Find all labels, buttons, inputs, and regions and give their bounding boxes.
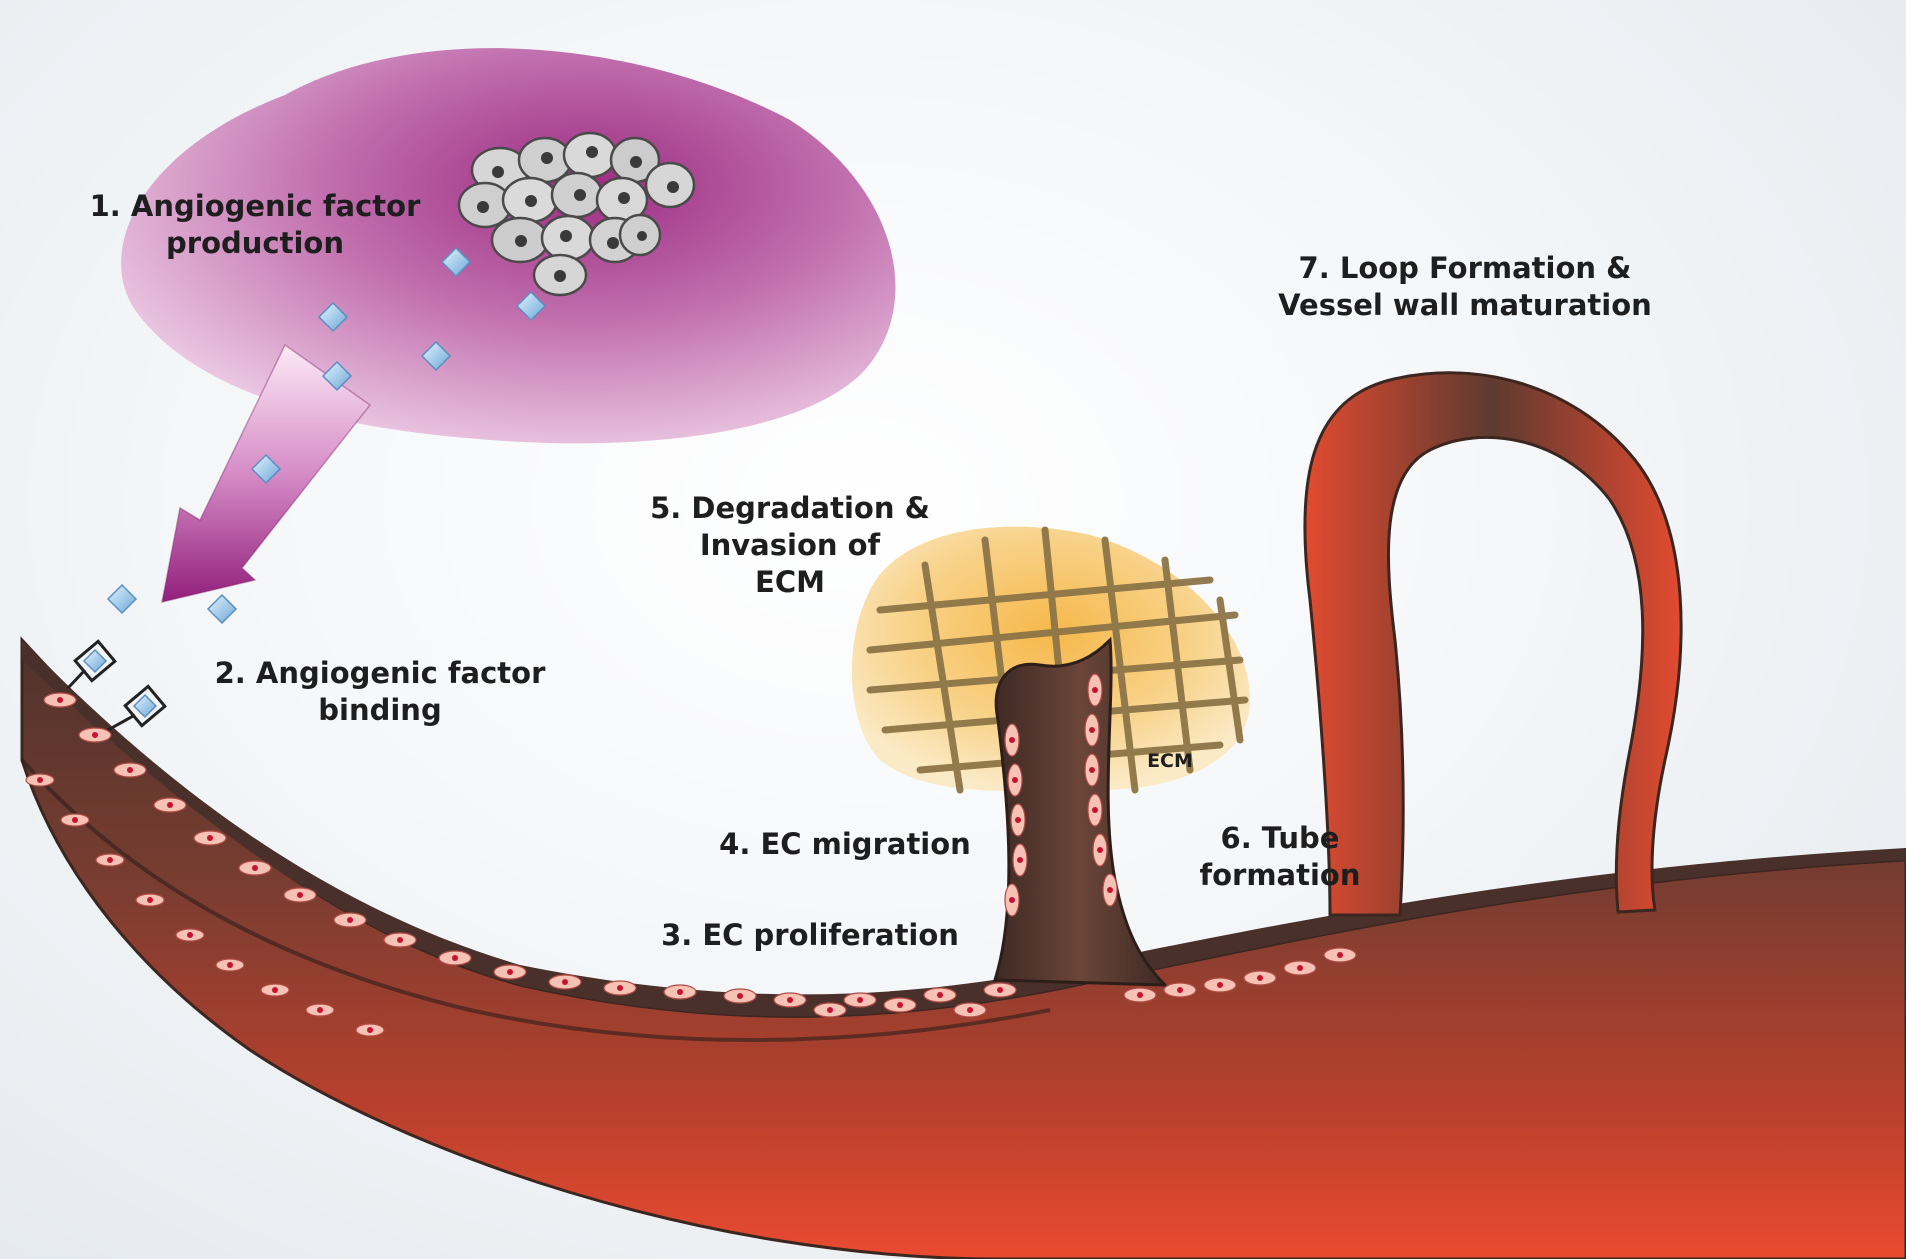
- receptor-icon: [68, 641, 115, 688]
- label-step4-ec-migration: 4. EC migration: [695, 826, 995, 863]
- label-step7-loop-formation: 7. Loop Formation & Vessel wall maturati…: [1245, 250, 1685, 324]
- label-ecm: ECM: [1135, 750, 1205, 772]
- label-step1-factor-production: 1. Angiogenic factor production: [60, 188, 450, 262]
- diamond-factor-icon: [208, 595, 236, 623]
- label-step6-tube-formation: 6. Tube formation: [1170, 820, 1390, 894]
- label-step3-ec-proliferation: 3. EC proliferation: [640, 917, 980, 954]
- receptor-icon: [108, 686, 165, 730]
- diamond-factor-icon: [108, 585, 136, 613]
- label-step5-ecm-degradation: 5. Degradation & Invasion of ECM: [625, 490, 955, 601]
- label-step2-factor-binding: 2. Angiogenic factor binding: [200, 655, 560, 729]
